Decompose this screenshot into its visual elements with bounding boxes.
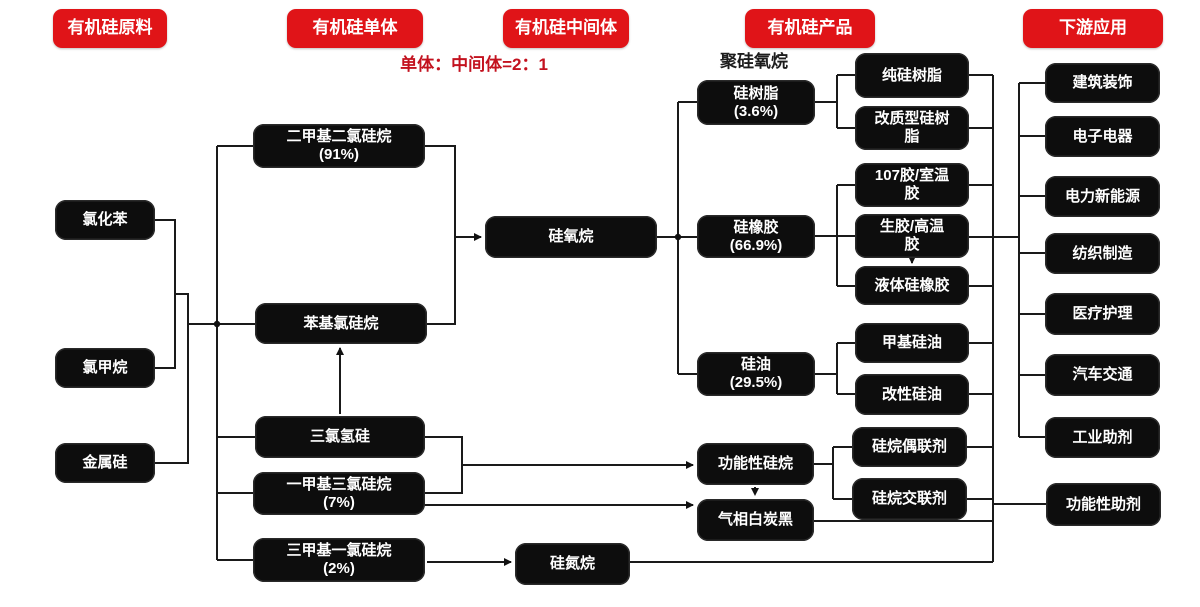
- note-polysiloxane: 聚硅氧烷: [720, 51, 788, 71]
- node-silicone-oil: 硅油 (29.5%): [697, 352, 815, 396]
- connector: [425, 436, 463, 494]
- node-chlorobenzene: 氯化苯: [55, 200, 155, 240]
- node-liquid-silicone-rubber: 液体硅橡胶: [855, 266, 969, 305]
- node-building-decoration: 建筑装饰: [1045, 63, 1160, 103]
- node-modified-type-silicone-resin: 改质型硅树 脂: [855, 106, 969, 150]
- node-textile-manufacturing: 纺织制造: [1045, 233, 1160, 274]
- node-silicone-rubber: 硅橡胶 (66.9%): [697, 215, 815, 258]
- node-silicone-resin: 硅树脂 (3.6%): [697, 80, 815, 125]
- node-pure-silicone-resin: 纯硅树脂: [855, 53, 969, 98]
- node-modified-silicone-oil: 改性硅油: [855, 374, 969, 415]
- node-electronics-appliances: 电子电器: [1045, 116, 1160, 157]
- node-chloromethane: 氯甲烷: [55, 348, 155, 388]
- junction-dots: [213, 233, 682, 328]
- header-downstream-applications: 下游应用: [1023, 9, 1163, 48]
- node-silane-crosslinking-agent: 硅烷交联剂: [852, 478, 967, 520]
- node-silane-coupling-agent: 硅烷偶联剂: [852, 427, 967, 467]
- node-industrial-additives: 工业助剂: [1045, 417, 1160, 458]
- node-107-rtv-glue: 107胶/室温 胶: [855, 163, 969, 207]
- node-methyl-silicone-oil: 甲基硅油: [855, 323, 969, 363]
- node-automotive-transport: 汽车交通: [1045, 354, 1160, 396]
- node-methyltrichlorosilane: 一甲基三氯硅烷 (7%): [253, 472, 425, 515]
- node-silazane: 硅氮烷: [515, 543, 630, 585]
- node-trichlorosilane: 三氯氢硅: [255, 416, 425, 458]
- node-medical-care: 医疗护理: [1045, 293, 1160, 335]
- header-raw-materials: 有机硅原料: [53, 9, 167, 48]
- node-phenylchlorosilane: 苯基氯硅烷: [255, 303, 427, 344]
- junction-dot: [674, 233, 682, 241]
- header-intermediates: 有机硅中间体: [503, 9, 629, 48]
- node-trimethylchlorosilane: 三甲基一氯硅烷 (2%): [253, 538, 425, 582]
- junction-dot: [213, 320, 221, 328]
- node-fumed-silica: 气相白炭黑: [697, 499, 814, 541]
- node-functional-additives: 功能性助剂: [1046, 483, 1161, 526]
- node-functional-silane: 功能性硅烷: [697, 443, 814, 485]
- node-raw-high-temp-glue: 生胶/高温 胶: [855, 214, 969, 258]
- connector: [425, 145, 456, 325]
- node-siloxane: 硅氧烷: [485, 216, 657, 258]
- connector: [155, 293, 189, 464]
- header-products: 有机硅产品: [745, 9, 875, 48]
- connector: [155, 219, 176, 369]
- node-dimethyldichlorosilane: 二甲基二氯硅烷 (91%): [253, 124, 425, 168]
- node-silicon-metal: 金属硅: [55, 443, 155, 483]
- note-monomer-intermediate-ratio: 单体：中间体=2：1: [400, 54, 548, 74]
- header-monomers: 有机硅单体: [287, 9, 423, 48]
- node-power-new-energy: 电力新能源: [1045, 176, 1160, 217]
